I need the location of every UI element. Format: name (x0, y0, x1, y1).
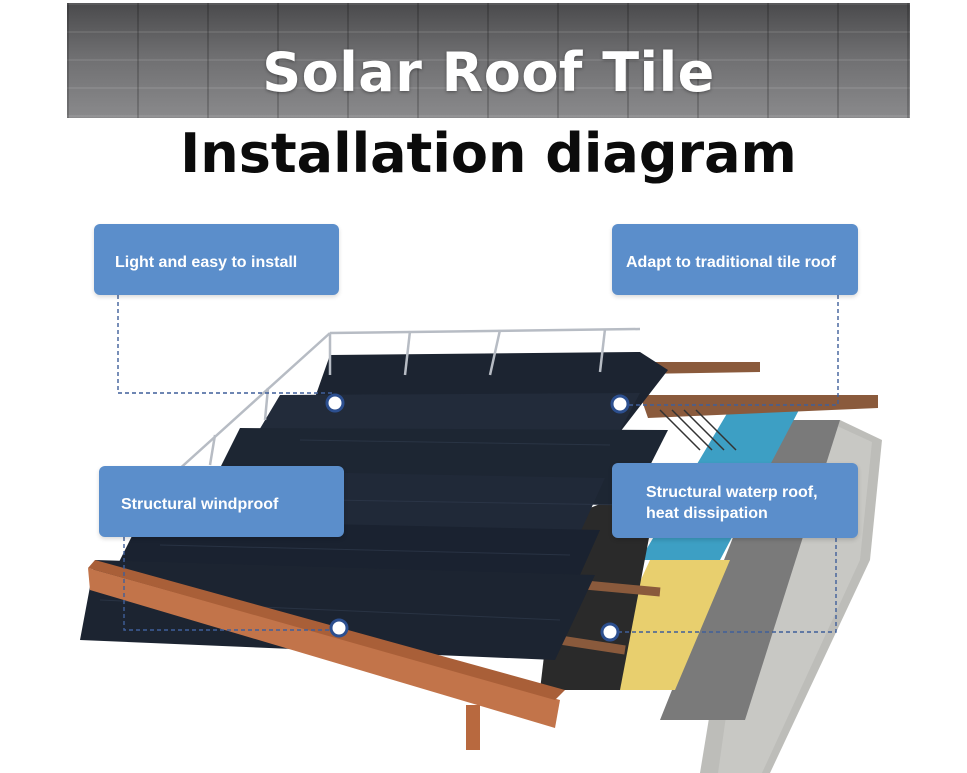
gutter (88, 568, 560, 728)
leader-lines (117, 295, 839, 633)
callout-structural-windproof: Structural windproof (99, 466, 344, 537)
header-banner: Solar Roof Tile (67, 3, 910, 118)
callout-label: Adapt to traditional tile roof (626, 254, 836, 271)
downpipe (466, 705, 480, 750)
callout-light-easy-install: Light and easy to install (94, 224, 339, 295)
callout-label: Structural waterp roof, heat dissipation (646, 484, 818, 522)
marker-dot (610, 394, 630, 414)
callout-traditional-tile-roof: Adapt to traditional tile roof (612, 224, 858, 295)
callout-waterproof-heat-dissipation: Structural waterp roof, heat dissipation (612, 463, 858, 538)
battens (559, 580, 661, 655)
page-title: Installation diagram (180, 122, 797, 185)
ridge-batten (640, 362, 760, 374)
solar-panel-rows (80, 352, 668, 660)
vent-slats (659, 409, 737, 451)
callout-label: Structural windproof (121, 496, 279, 513)
marker-dots (325, 393, 630, 642)
banner-title: Solar Roof Tile (262, 41, 715, 104)
batten-frame (640, 395, 878, 418)
marker-dot (329, 618, 349, 638)
marker-dot (600, 622, 620, 642)
roof-tile-texture (67, 3, 910, 118)
callout-label: Light and easy to install (115, 254, 298, 271)
solar-panel-row (255, 393, 640, 440)
marker-dot (325, 393, 345, 413)
